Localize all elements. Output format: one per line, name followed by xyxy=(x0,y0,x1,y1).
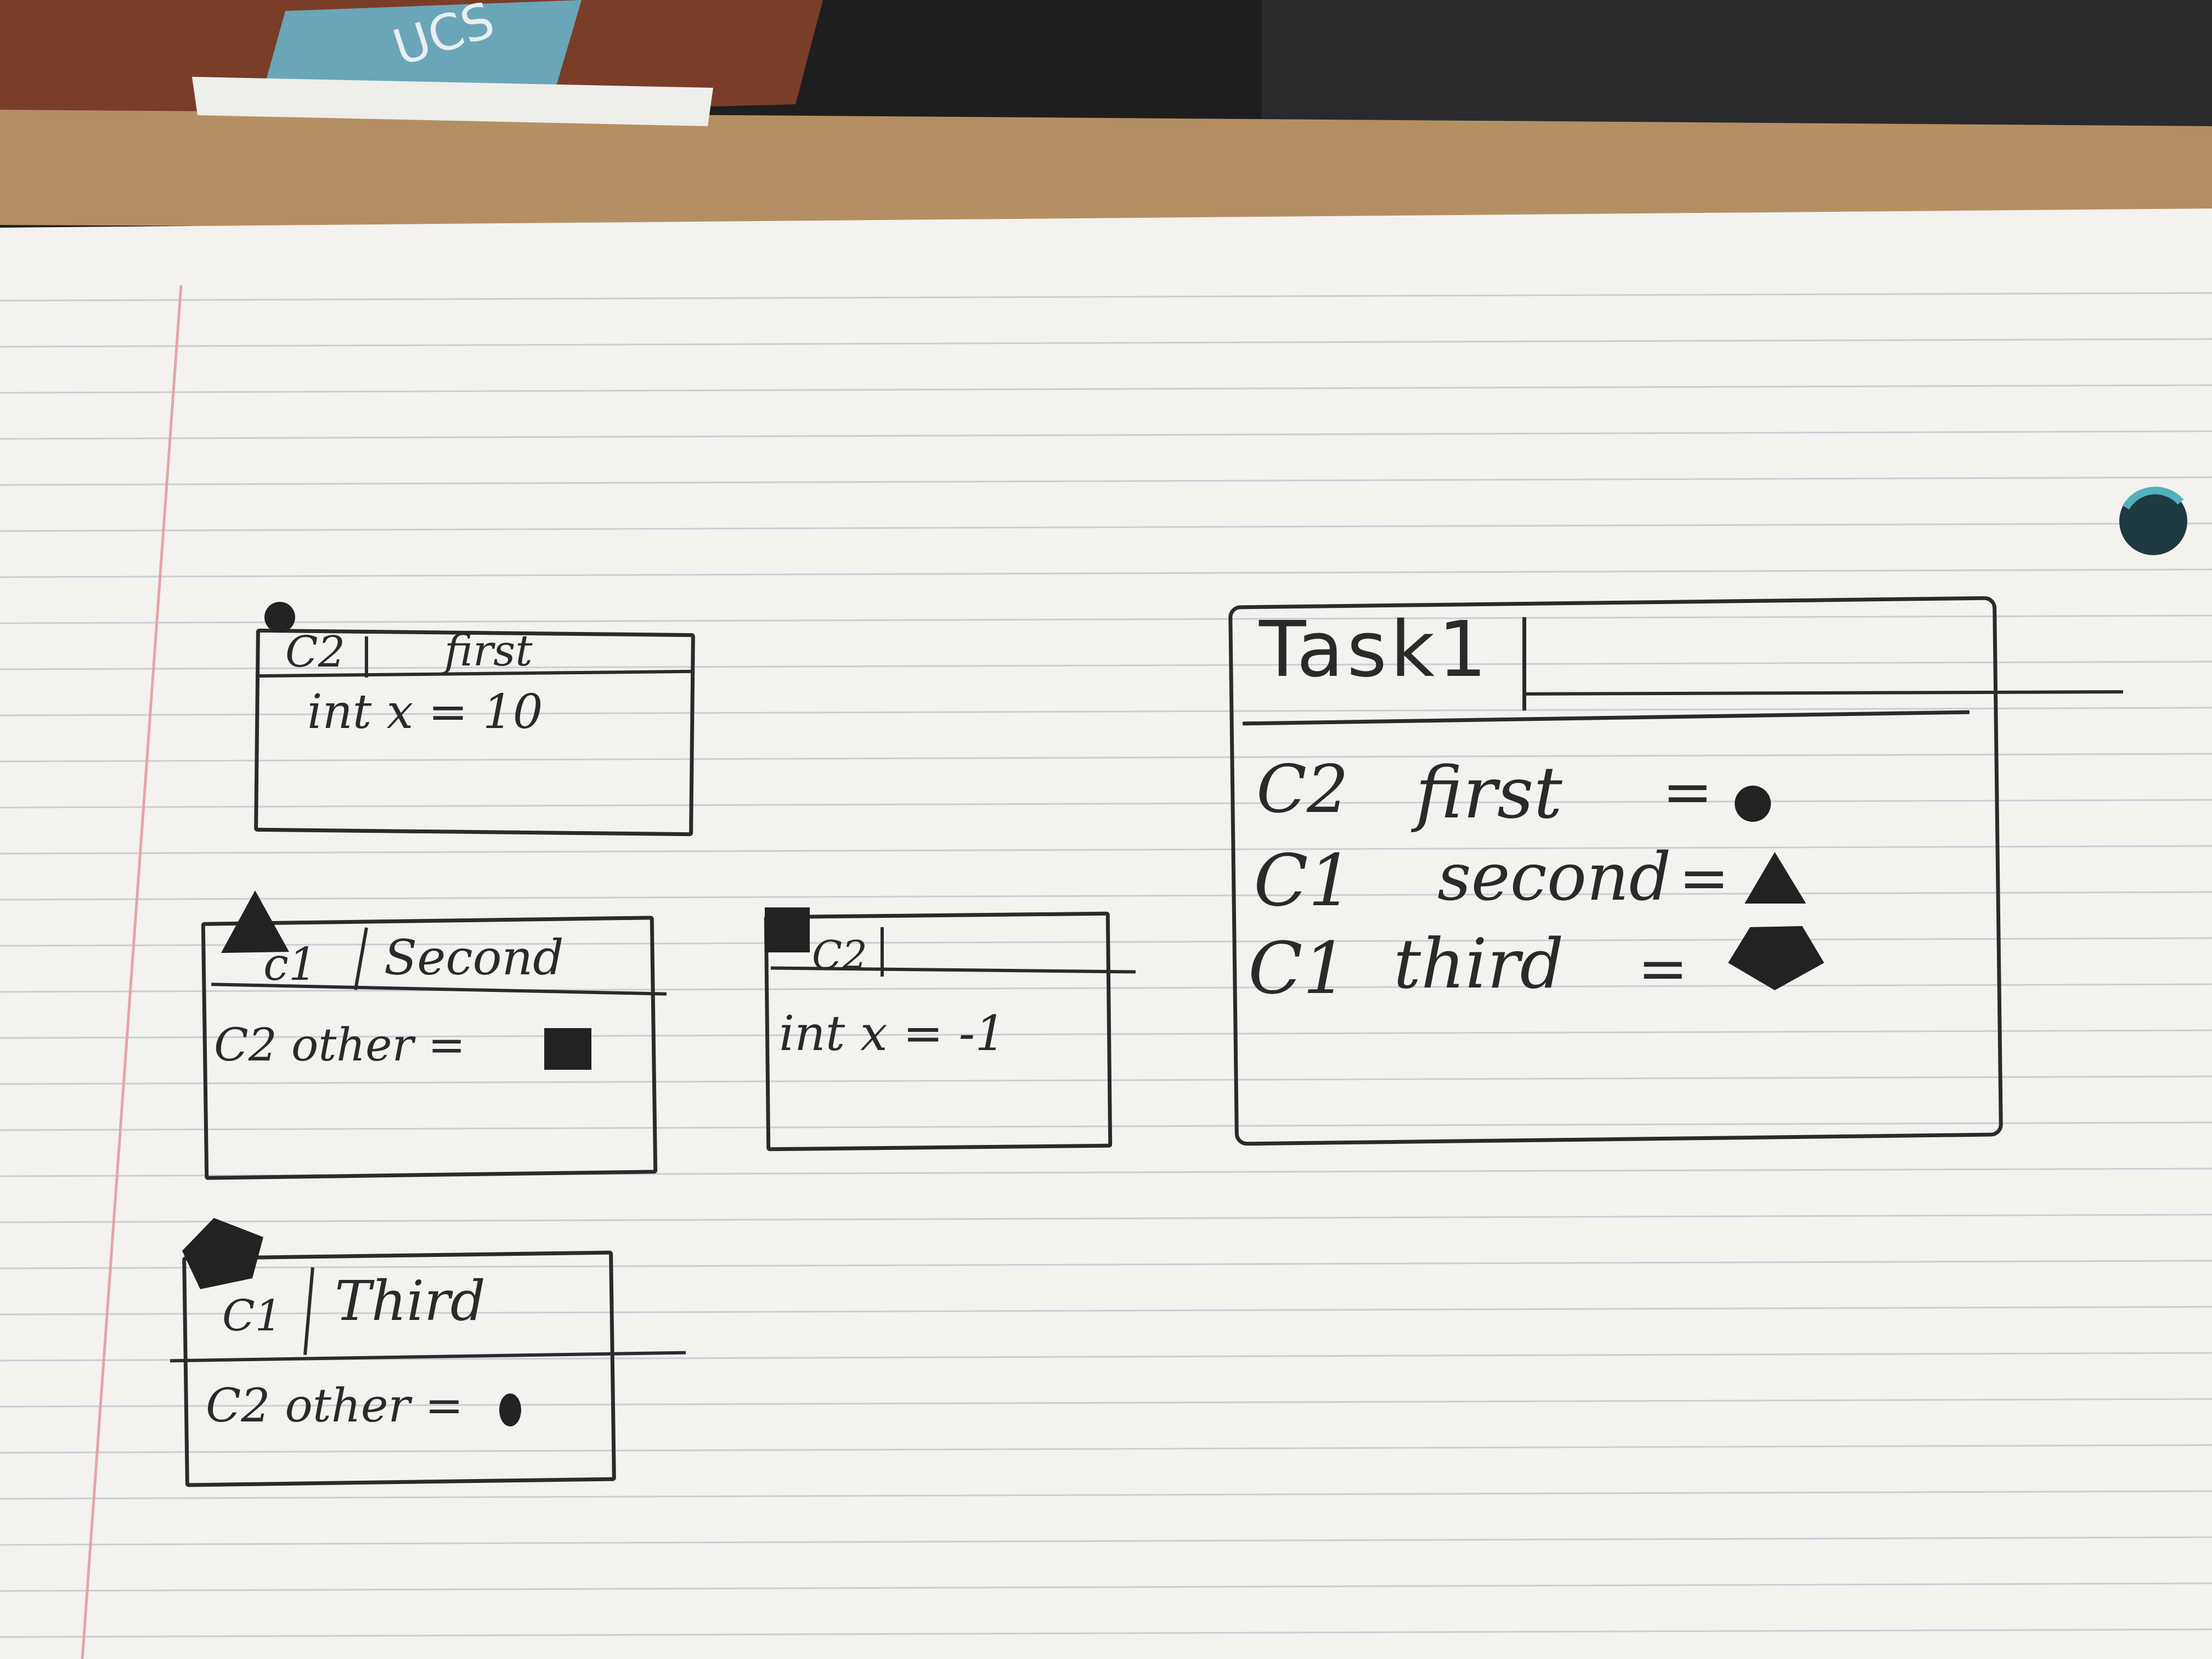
paper-rule-line xyxy=(0,1121,2212,1131)
paper-rule-line xyxy=(0,614,2212,624)
object-first-header-divider xyxy=(365,636,368,678)
binder-hole xyxy=(2119,487,2187,555)
clipboard-edge xyxy=(0,110,2212,236)
object-first-field: int x = 10 xyxy=(307,685,543,740)
task-row-second-name: second xyxy=(1437,839,1672,916)
object-third-field: C2 other = xyxy=(206,1379,464,1432)
task-row-first-name: first xyxy=(1415,751,1562,834)
task-row-third-name: third xyxy=(1393,924,1564,1004)
paper-rule-line xyxy=(0,1444,2212,1454)
binder-hole-rim xyxy=(2122,487,2184,510)
paper-rule-line xyxy=(0,1582,2212,1592)
object-first-var-label: first xyxy=(444,627,533,676)
object-first-class-label: C2 xyxy=(285,628,346,677)
paper-rule-line xyxy=(0,1398,2212,1408)
paper-rule-line xyxy=(0,799,2212,809)
object-anon-class-label: C2 xyxy=(812,932,867,978)
object-anon-field: int x = -1 xyxy=(779,1005,1006,1062)
paper-rule-line xyxy=(0,1490,2212,1500)
paper-rule-line xyxy=(0,384,2212,394)
paper-rule-line xyxy=(0,1306,2212,1316)
paper-rule-line xyxy=(0,476,2212,486)
paper-rule-line xyxy=(0,1260,2212,1269)
paper-margin-line xyxy=(81,285,183,1659)
paper-rule-line xyxy=(0,338,2212,348)
paper-rule-line xyxy=(0,753,2212,763)
paper-rule-line xyxy=(0,568,2212,578)
task-row-second-type: C1 xyxy=(1254,839,1354,922)
task-row-second-eq: = xyxy=(1679,843,1730,913)
paper-rule-line xyxy=(0,430,2212,440)
task-title: Task1 xyxy=(1259,605,1491,695)
paper-rule-line xyxy=(0,661,2212,670)
paper-rule-line xyxy=(0,937,2212,947)
task-row-third-type: C1 xyxy=(1248,927,1348,1010)
task-row-second-triangle-marker-icon xyxy=(1745,852,1806,904)
object-second-triangle-marker-icon xyxy=(221,890,289,953)
task-row-first-type: C2 xyxy=(1256,752,1349,828)
object-anon-square-marker-icon xyxy=(765,907,810,952)
object-third-class-label: C1 xyxy=(222,1291,283,1341)
paper-rule-line xyxy=(0,1167,2212,1177)
paper-rule-line xyxy=(0,707,2212,716)
paper-rule-lines xyxy=(0,292,2212,1638)
paper-rule-line xyxy=(0,522,2212,532)
object-second-field: C2 other = xyxy=(214,1019,466,1071)
paper-rule-line xyxy=(0,983,2212,993)
paper-rule-line xyxy=(0,1075,2212,1085)
object-second-var-label: Second xyxy=(384,929,564,986)
paper-rule-line xyxy=(0,292,2212,302)
object-third-pentagon-marker-icon xyxy=(182,1218,263,1289)
task-row-first-eq: = xyxy=(1662,757,1713,827)
paper-rule-line xyxy=(0,1214,2212,1223)
paper-rule-line xyxy=(0,845,2212,855)
task-row-first-circle-marker-icon xyxy=(1735,786,1771,822)
object-first-circle-marker-icon xyxy=(264,602,295,633)
paper-underneath xyxy=(192,77,713,126)
task-row-third-pentagon-marker-icon xyxy=(1728,926,1824,990)
object-anon-header-divider xyxy=(881,927,884,977)
task-row-third-eq: = xyxy=(1638,933,1689,1003)
object-second-square-marker-icon xyxy=(544,1028,591,1070)
paper-rule-line xyxy=(0,1029,2212,1039)
paper-rule-line xyxy=(0,1352,2212,1362)
object-third-var-label: Third xyxy=(335,1269,486,1333)
paper-rule-line xyxy=(0,1536,2212,1546)
paper-rule-line xyxy=(0,891,2212,901)
object-third-circle-marker-icon xyxy=(499,1393,521,1426)
paper-rule-line xyxy=(0,1628,2212,1638)
task-header-divider xyxy=(1522,617,1526,710)
